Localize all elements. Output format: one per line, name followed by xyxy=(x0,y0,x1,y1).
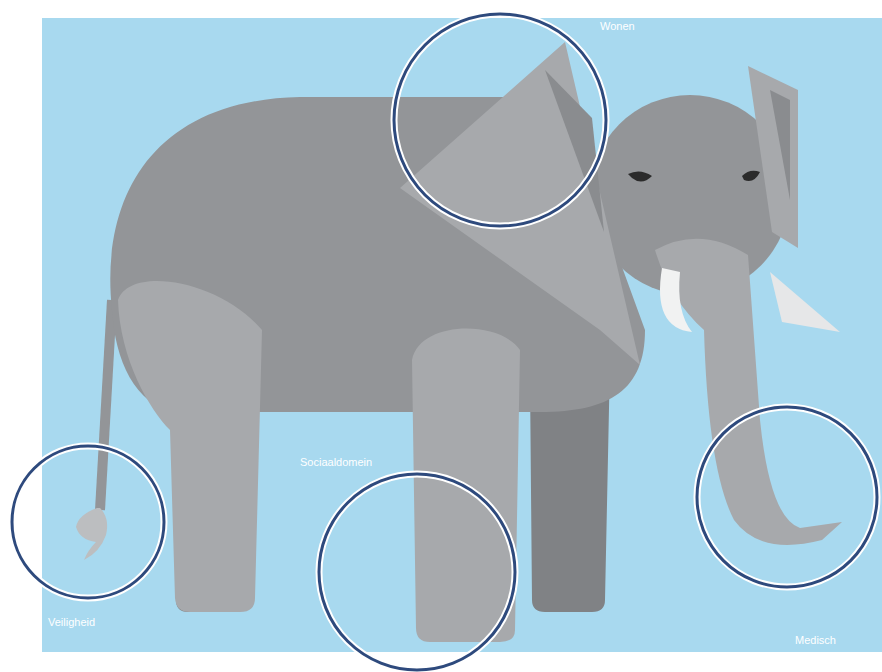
left-tusk xyxy=(660,268,692,332)
left-eye xyxy=(628,171,652,181)
ear-circle xyxy=(394,14,606,226)
part-label: Veiligheid xyxy=(48,616,95,629)
trunk xyxy=(655,239,842,545)
part-label: Sociaaldomein xyxy=(300,456,372,469)
tail-tuft xyxy=(76,508,107,560)
right-ear-fold xyxy=(770,90,790,200)
tail xyxy=(100,300,112,510)
trunk-circle xyxy=(697,407,877,587)
circle-halo xyxy=(394,14,606,226)
near-rear-leg xyxy=(118,281,262,612)
part-label: Medisch xyxy=(795,634,836,647)
circle-halo xyxy=(12,446,164,598)
right-eye xyxy=(742,171,760,181)
right-ear xyxy=(748,66,798,248)
circle-halo xyxy=(319,474,515,670)
foot-circle xyxy=(319,474,515,670)
circle-halo xyxy=(697,407,877,587)
highlight-circles xyxy=(12,14,877,670)
part-label: Wonen xyxy=(600,20,635,33)
right-tusk xyxy=(770,272,840,332)
tail-circle xyxy=(12,446,164,598)
background xyxy=(42,18,882,652)
